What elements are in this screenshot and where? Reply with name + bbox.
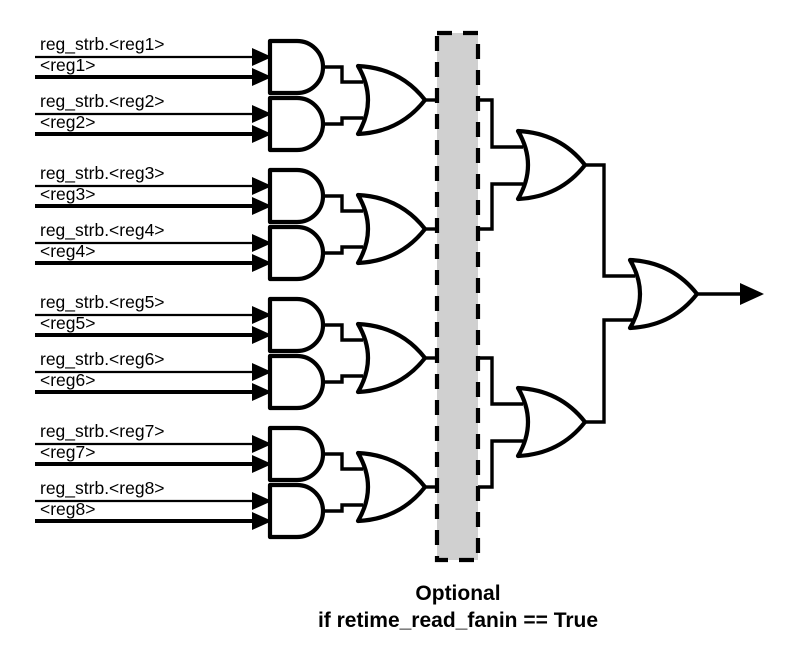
- arrow-output: [740, 283, 764, 305]
- arrow-data-reg1: [252, 68, 272, 86]
- or-gate-stage1-4: [358, 453, 425, 521]
- optional-to-or-stage2-links: [478, 98, 523, 489]
- label-strobe-reg2: reg_strb.<reg2>: [40, 91, 165, 112]
- link-or5-final: [585, 163, 635, 278]
- label-data-reg6: <reg6>: [40, 370, 95, 390]
- label-data-reg7: <reg7>: [40, 442, 95, 462]
- and-to-or-links: [323, 65, 363, 513]
- label-data-reg3: <reg3>: [40, 184, 95, 204]
- link-and8-or4: [323, 503, 363, 513]
- label-strobe-reg8: reg_strb.<reg8>: [40, 478, 165, 499]
- arrow-data-reg4: [252, 254, 272, 272]
- label-strobe-reg5: reg_strb.<reg5>: [40, 292, 165, 313]
- arrow-data-reg6: [252, 383, 272, 401]
- arrow-strobe-reg4: [252, 234, 272, 252]
- or-gate-stage1-2: [358, 195, 425, 263]
- and-gate-reg4: [270, 227, 323, 279]
- or-gate-final: [630, 260, 697, 328]
- link-optional-3-or6: [478, 356, 523, 406]
- label-strobe-reg4: reg_strb.<reg4>: [40, 220, 165, 241]
- signal-labels-group: reg_strb.<reg1> <reg1> reg_strb.<reg2> <…: [40, 34, 165, 519]
- link-and4-or2: [323, 245, 363, 255]
- caption-line-1: Optional: [415, 582, 500, 605]
- and-gate-reg5: [270, 299, 323, 351]
- label-strobe-reg3: reg_strb.<reg3>: [40, 163, 165, 184]
- input-wires-group: [35, 48, 272, 530]
- label-data-reg2: <reg2>: [40, 112, 95, 132]
- arrow-strobe-reg3: [252, 177, 272, 195]
- arrow-strobe-reg2: [252, 105, 272, 123]
- link-and5-or3: [323, 323, 363, 342]
- arrow-data-reg7: [252, 455, 272, 473]
- label-strobe-reg6: reg_strb.<reg6>: [40, 349, 165, 370]
- link-or6-final: [585, 318, 635, 424]
- link-optional-4-or6: [478, 439, 523, 489]
- link-and1-or1: [323, 65, 363, 84]
- arrow-strobe-reg8: [252, 492, 272, 510]
- link-and3-or2: [323, 194, 363, 213]
- arrow-data-reg3: [252, 197, 272, 215]
- optional-retime-register-box: [434, 30, 481, 563]
- or-stage2-column: [518, 131, 585, 456]
- label-data-reg4: <reg4>: [40, 241, 95, 261]
- link-optional-1-or5: [478, 98, 523, 149]
- label-data-reg1: <reg1>: [40, 55, 95, 75]
- arrow-data-reg2: [252, 125, 272, 143]
- link-and2-or1: [323, 116, 363, 126]
- or-stage1-column: [358, 66, 425, 521]
- arrow-strobe-reg6: [252, 363, 272, 381]
- label-data-reg8: <reg8>: [40, 499, 95, 519]
- optional-caption: Optional if retime_read_fanin == True: [318, 582, 598, 632]
- arrow-strobe-reg7: [252, 435, 272, 453]
- label-data-reg5: <reg5>: [40, 313, 95, 333]
- or-gate-stage1-1: [358, 66, 425, 134]
- link-and6-or3: [323, 374, 363, 384]
- and-gate-reg1: [270, 41, 323, 93]
- and-gate-reg8: [270, 485, 323, 537]
- arrow-data-reg8: [252, 512, 272, 530]
- link-and7-or4: [323, 452, 363, 471]
- and-gate-reg2: [270, 98, 323, 150]
- or-gate-stage1-3: [358, 324, 425, 392]
- arrow-strobe-reg1: [252, 48, 272, 66]
- or-gate-stage2-1: [518, 131, 585, 199]
- link-optional-2-or5: [478, 182, 523, 231]
- and-gate-reg6: [270, 356, 323, 408]
- or-stage2-to-final-links: [585, 163, 635, 424]
- or-gate-stage2-2: [518, 388, 585, 456]
- caption-line-2: if retime_read_fanin == True: [318, 609, 598, 632]
- and-gate-reg3: [270, 170, 323, 222]
- output-signal: [697, 283, 764, 305]
- label-strobe-reg7: reg_strb.<reg7>: [40, 421, 165, 442]
- arrow-strobe-reg5: [252, 306, 272, 324]
- label-strobe-reg1: reg_strb.<reg1>: [40, 34, 165, 55]
- and-gate-column: [270, 41, 323, 537]
- arrow-data-reg5: [252, 326, 272, 344]
- and-gate-reg7: [270, 428, 323, 480]
